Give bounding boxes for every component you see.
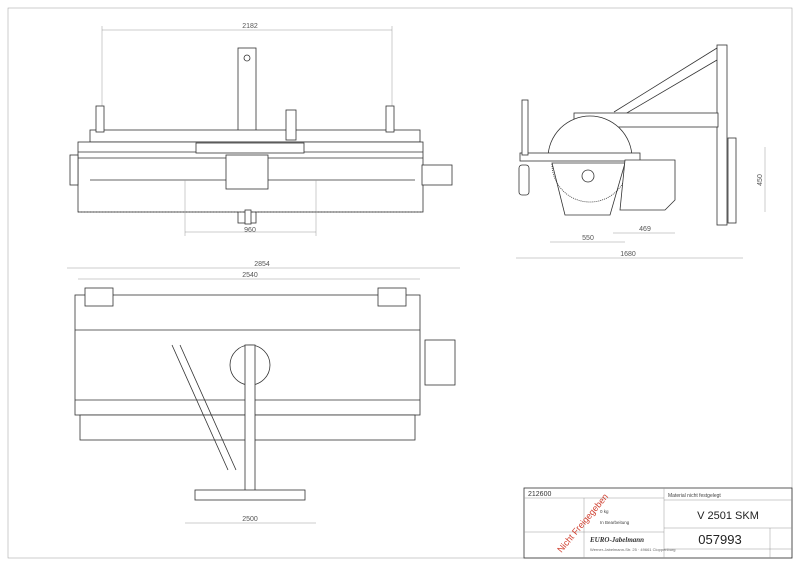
dim-side-total: 1680 (620, 251, 636, 258)
article-number: 212600 (528, 491, 551, 498)
dim-top-bottom: 2500 (242, 516, 258, 523)
dim-side-brush: 550 (582, 235, 594, 242)
dim-side-height: 450 (757, 174, 764, 186)
designation: V 2501 SKM (697, 510, 759, 522)
side-view: 550 469 1680 450 (516, 44, 766, 259)
material: Material nicht festgelegt (668, 493, 721, 499)
drawing-number: 057993 (698, 532, 741, 547)
company-logo: EURO-Jabelmann (589, 536, 644, 544)
dim-front-width: 2182 (242, 23, 258, 30)
company-address: Werner-Jabelmann-Str. 25 · 49661 Cloppen… (590, 547, 676, 552)
title-block: 212600 Material nicht festgelegt 0 kg In… (523, 487, 793, 559)
dim-top-inner: 2540 (242, 272, 258, 279)
sheet-border (7, 7, 793, 559)
dim-side-housing: 469 (639, 226, 651, 233)
weight: 0 kg (600, 509, 609, 514)
top-view: 2854 2540 2500 (67, 261, 460, 524)
front-view: 2182 960 (69, 23, 453, 236)
dim-front-inner: 960 (244, 227, 256, 234)
dim-top-total: 2854 (254, 261, 270, 268)
status: In Bearbeitung (600, 520, 630, 525)
